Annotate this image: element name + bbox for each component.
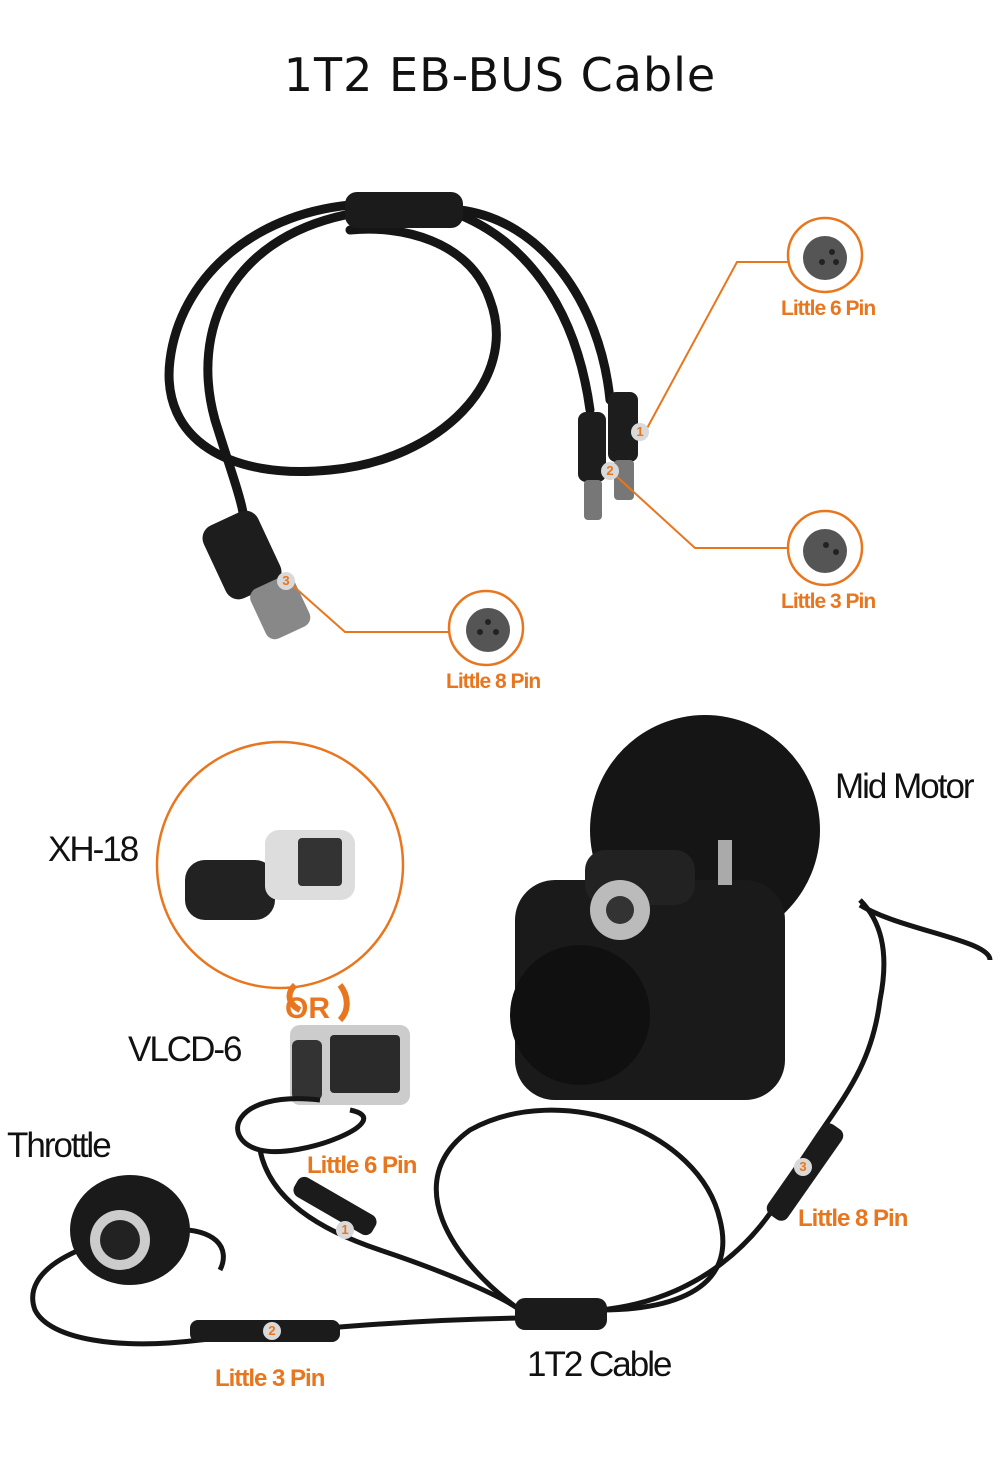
page-title: 1T2 EB-BUS Cable (283, 48, 717, 102)
top-badge-2: 2 (601, 462, 619, 480)
bottom-label-little-6-pin: Little 6 Pin (307, 1152, 417, 1179)
label-vlcd6: VLCD-6 (128, 1030, 242, 1069)
label-mid-motor: Mid Motor (835, 767, 975, 806)
label-1t2-cable: 1T2 Cable (527, 1345, 672, 1384)
top-label-little-8-pin: Little 8 Pin (446, 670, 541, 693)
top-label-little-6-pin: Little 6 Pin (781, 297, 876, 320)
top-badge-1: 1 (631, 423, 649, 441)
label-or: OR (285, 992, 330, 1025)
top-label-little-3-pin: Little 3 Pin (781, 590, 876, 613)
connector-8pin (202, 510, 311, 640)
splitter-body (345, 192, 463, 228)
callout-lines (291, 261, 790, 633)
connector-3pin (578, 412, 606, 520)
mid-motor (510, 715, 820, 1100)
connector-6pin (608, 392, 638, 500)
label-throttle: Throttle (7, 1126, 112, 1165)
bottom-badge-1: 1 (336, 1221, 354, 1239)
bottom-splitter (515, 1298, 607, 1330)
display-options-circle (155, 740, 405, 990)
top-cable (164, 200, 615, 540)
throttle (70, 1175, 190, 1285)
bottom-badge-2: 2 (263, 1322, 281, 1340)
label-xh18: XH-18 (48, 830, 139, 869)
xh18-display (185, 830, 355, 920)
bottom-label-little-8-pin: Little 8 Pin (798, 1205, 908, 1232)
vlcd6-display (290, 1025, 410, 1105)
bottom-cables (30, 898, 993, 1347)
top-badge-3: 3 (277, 572, 295, 590)
bottom-label-little-3-pin: Little 3 Pin (215, 1365, 325, 1392)
bottom-badge-3: 3 (794, 1158, 812, 1176)
